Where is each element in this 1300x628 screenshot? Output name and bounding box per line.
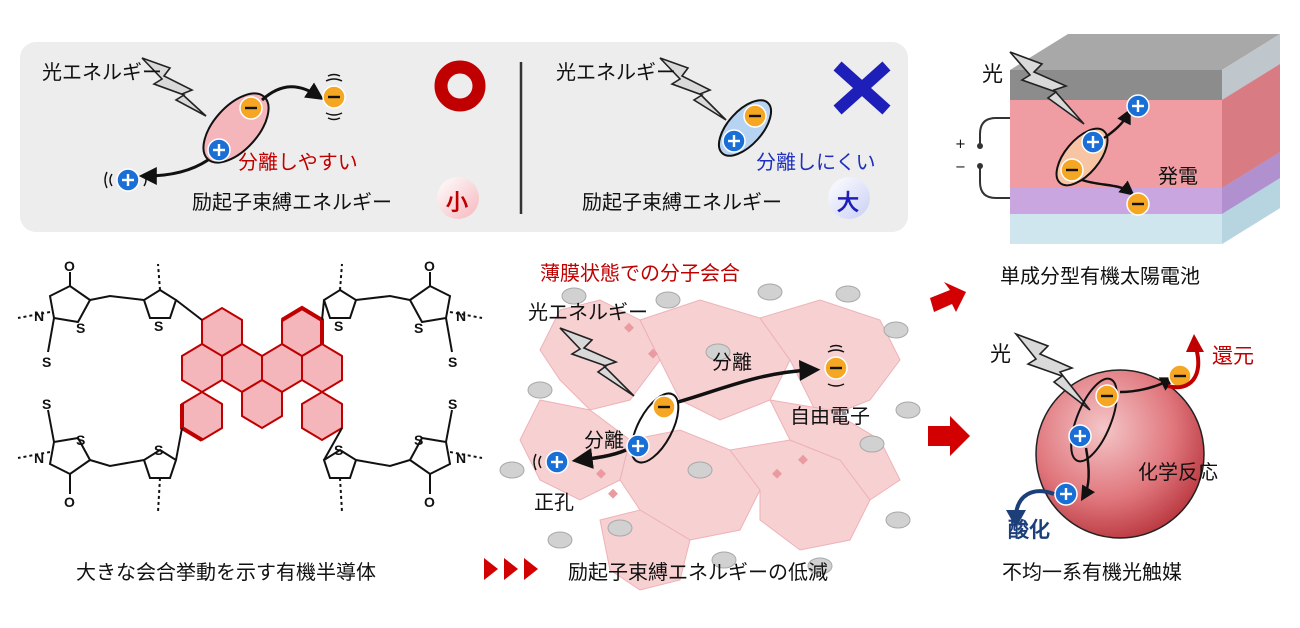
power-label: 発電 — [1158, 164, 1198, 188]
atom-n: N — [34, 308, 45, 324]
electron-icon — [239, 96, 263, 120]
free-electron-icon — [824, 344, 848, 387]
free-hole-icon — [533, 450, 569, 474]
exciton-ellipse — [630, 392, 680, 464]
free-electron-icon — [322, 73, 346, 121]
atom-n: N — [456, 450, 467, 466]
film-aggregate — [499, 283, 921, 591]
hole-icon — [626, 434, 650, 458]
light-energy-label: 光エネルギー — [528, 300, 648, 324]
atom-s: S — [334, 442, 344, 458]
atom-s: S — [154, 442, 164, 458]
oxidation-label: 酸化 — [1008, 518, 1050, 542]
large-badge — [828, 177, 870, 219]
free-electron-icon — [1126, 192, 1150, 216]
atom-o: O — [424, 258, 435, 274]
atom-s: S — [448, 396, 458, 412]
solar-cell-caption: 単成分型有機太陽電池 — [1000, 264, 1200, 288]
atom-s: S — [334, 318, 344, 334]
bolt-icon — [141, 57, 207, 117]
hard-separation-label: 分離しにくい — [756, 150, 876, 174]
atom-s: S — [42, 354, 52, 370]
circle-mark-icon — [434, 60, 486, 112]
atom-s: S — [154, 318, 164, 334]
atom-o: O — [64, 258, 75, 274]
triple-arrow-icon — [484, 558, 538, 580]
hole-icon — [1068, 424, 1092, 448]
atom-s: S — [76, 320, 86, 336]
oxidation-arrow-icon — [1006, 510, 1026, 528]
atom-labels: O N S S S O N S S S S N S O S S N S O S — [0, 0, 466, 510]
catalyst-particle — [1035, 369, 1205, 539]
electron-icon — [652, 395, 676, 419]
atom-s: S — [414, 432, 424, 448]
hole-icon — [1081, 130, 1105, 154]
electron-icon — [1060, 158, 1084, 182]
atom-s: S — [448, 354, 458, 370]
atom-s: S — [76, 432, 86, 448]
separation-label: 分離 — [584, 428, 624, 452]
separation-label: 分離 — [712, 350, 752, 374]
exciton-ellipse — [1070, 377, 1118, 463]
atom-n: N — [34, 450, 45, 466]
plus-terminal: + — [955, 137, 966, 152]
reduction-arrow-icon — [1186, 334, 1204, 352]
free-hole-icon — [1054, 482, 1078, 506]
large-badge-label: 大 — [837, 191, 860, 216]
hole-icon — [207, 138, 231, 162]
film-title: 薄膜状態での分子会合 — [540, 261, 740, 285]
hole-label: 正孔 — [534, 490, 574, 514]
reduction-caption: 励起子束縛エネルギーの低減 — [568, 560, 828, 584]
bolt-icon — [659, 57, 727, 121]
free-electron-label: 自由電子 — [790, 404, 870, 428]
bolt-icon — [559, 327, 635, 397]
atom-s: S — [42, 396, 52, 412]
minus-terminal: − — [955, 160, 966, 175]
light-energy-label: 光エネルギー — [556, 60, 676, 84]
reduction-label: 還元 — [1212, 344, 1254, 368]
hole-icon — [722, 129, 746, 153]
free-hole-icon — [1126, 94, 1150, 118]
atom-s: S — [414, 320, 424, 336]
atom-o: O — [424, 494, 435, 510]
molecule-caption: 大きな会合挙動を示す有機半導体 — [76, 560, 376, 584]
binding-energy-label: 励起子束縛エネルギー — [192, 190, 392, 214]
light-label: 光 — [982, 62, 1003, 86]
photocatalyst-caption: 不均一系有機光触媒 — [1002, 560, 1182, 584]
light-label: 光 — [990, 342, 1011, 366]
electron-icon — [1095, 384, 1119, 408]
small-badge-label: 小 — [446, 191, 469, 216]
red-arrow-icon — [928, 282, 970, 456]
easy-separation-label: 分離しやすい — [238, 150, 358, 174]
bolt-icon — [1009, 51, 1085, 125]
light-energy-label: 光エネルギー — [42, 60, 162, 84]
small-badge — [437, 177, 479, 219]
molecule-structure — [17, 263, 483, 513]
binding-energy-label: 励起子束縛エネルギー — [582, 190, 782, 214]
solar-cell-stack — [977, 34, 1280, 244]
atom-n: N — [456, 308, 467, 324]
free-hole-icon — [104, 168, 147, 192]
bolt-icon — [1013, 332, 1091, 411]
cross-mark-icon — [833, 61, 891, 115]
atom-o: O — [64, 494, 75, 510]
reaction-label: 化学反応 — [1138, 460, 1218, 484]
electron-icon — [743, 104, 767, 128]
